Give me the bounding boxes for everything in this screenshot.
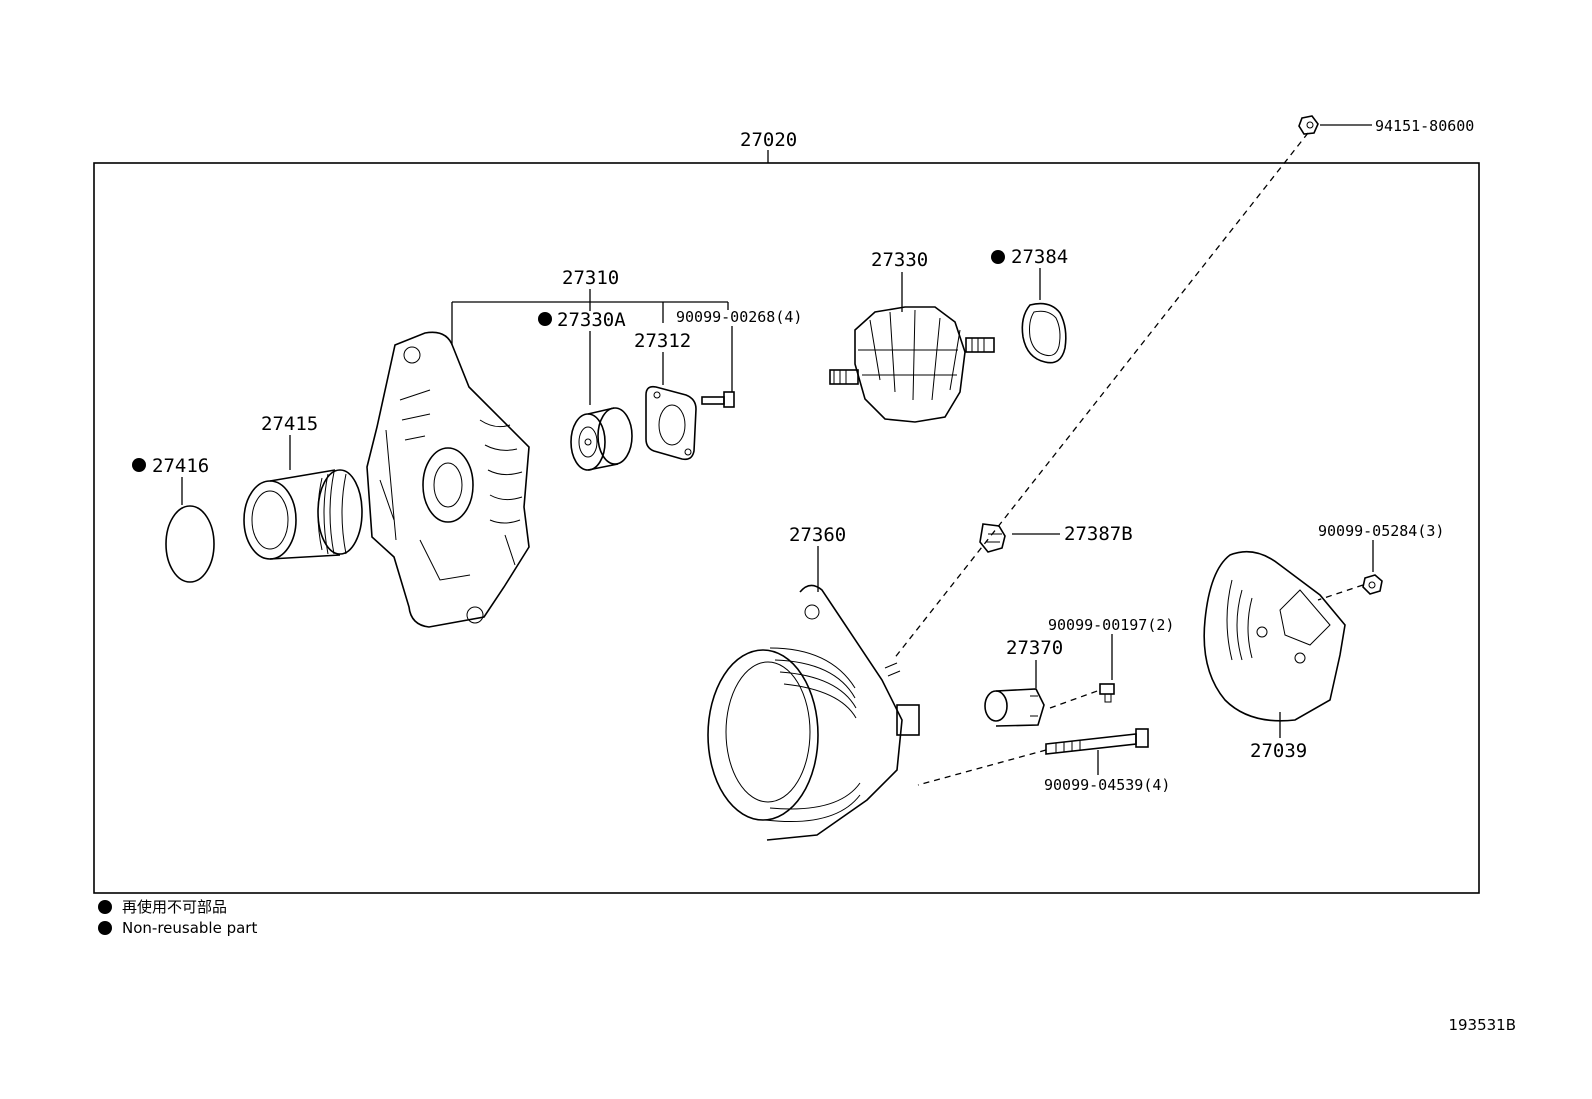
legend-english: Non-reusable part (98, 919, 257, 937)
part-90099-04539-bolt[interactable] (1045, 728, 1149, 755)
legend-jp-text: 再使用不可部品 (122, 898, 228, 916)
part-27416-cap[interactable] (165, 505, 215, 583)
label-27370[interactable]: 27370 (1006, 637, 1063, 659)
non-reusable-marker-27384 (991, 250, 1005, 264)
legend-japanese: 再使用不可部品 (98, 896, 227, 917)
part-27415-pulley[interactable] (243, 469, 363, 560)
part-27330A-bearing[interactable] (570, 407, 633, 471)
part-27384-seal[interactable] (1021, 302, 1067, 364)
part-27039-rear-cover[interactable] (1203, 550, 1346, 722)
part-27310-drive-end-frame[interactable] (366, 331, 530, 628)
label-27312[interactable]: 27312 (634, 330, 691, 352)
part-94151-80600[interactable] (1298, 115, 1319, 135)
part-27312-plate[interactable] (645, 385, 697, 461)
label-27415[interactable]: 27415 (261, 413, 318, 435)
label-90099-05284[interactable]: 90099-05284(3) (1318, 522, 1444, 540)
label-27384[interactable]: 27384 (1011, 246, 1068, 268)
part-90099-00197-screw[interactable] (1099, 683, 1115, 703)
dashed-27370-screw (1049, 689, 1101, 709)
label-94151-80600[interactable]: 94151-80600 (1375, 117, 1474, 135)
dashed-bolt-to-frame (917, 749, 1047, 786)
label-90099-00197[interactable]: 90099-00197(2) (1048, 616, 1174, 634)
label-27416[interactable]: 27416 (152, 455, 209, 477)
assembly-frame (93, 162, 1480, 894)
label-90099-04539[interactable]: 90099-04539(4) (1044, 776, 1170, 794)
non-reusable-marker-27330A (538, 312, 552, 326)
dashed-nut-to-cover (1317, 584, 1364, 601)
label-90099-00268[interactable]: 90099-00268(4) (676, 308, 802, 326)
dashed-94151-to-stud (892, 132, 1309, 661)
part-90099-00268-screw[interactable] (701, 391, 735, 408)
non-reusable-marker-icon (98, 921, 112, 935)
part-27330-rotor[interactable] (829, 306, 995, 423)
label-27020[interactable]: 27020 (740, 129, 797, 151)
part-27360-stator-frame[interactable] (707, 584, 920, 841)
part-90099-05284-nut[interactable] (1362, 574, 1383, 595)
label-27360[interactable]: 27360 (789, 524, 846, 546)
label-27330A[interactable]: 27330A (557, 309, 626, 331)
label-27039[interactable]: 27039 (1250, 740, 1307, 762)
part-27387B-insulator[interactable] (979, 523, 1006, 553)
drawing-number: 193531B (1448, 1016, 1516, 1034)
non-reusable-marker-icon (98, 899, 112, 914)
label-27310[interactable]: 27310 (562, 267, 619, 289)
label-27387B[interactable]: 27387B (1064, 523, 1133, 545)
legend-en-text: Non-reusable part (122, 919, 258, 937)
part-27370-terminal[interactable] (984, 688, 1045, 727)
label-27330[interactable]: 27330 (871, 249, 928, 271)
non-reusable-marker-27416 (132, 458, 146, 472)
